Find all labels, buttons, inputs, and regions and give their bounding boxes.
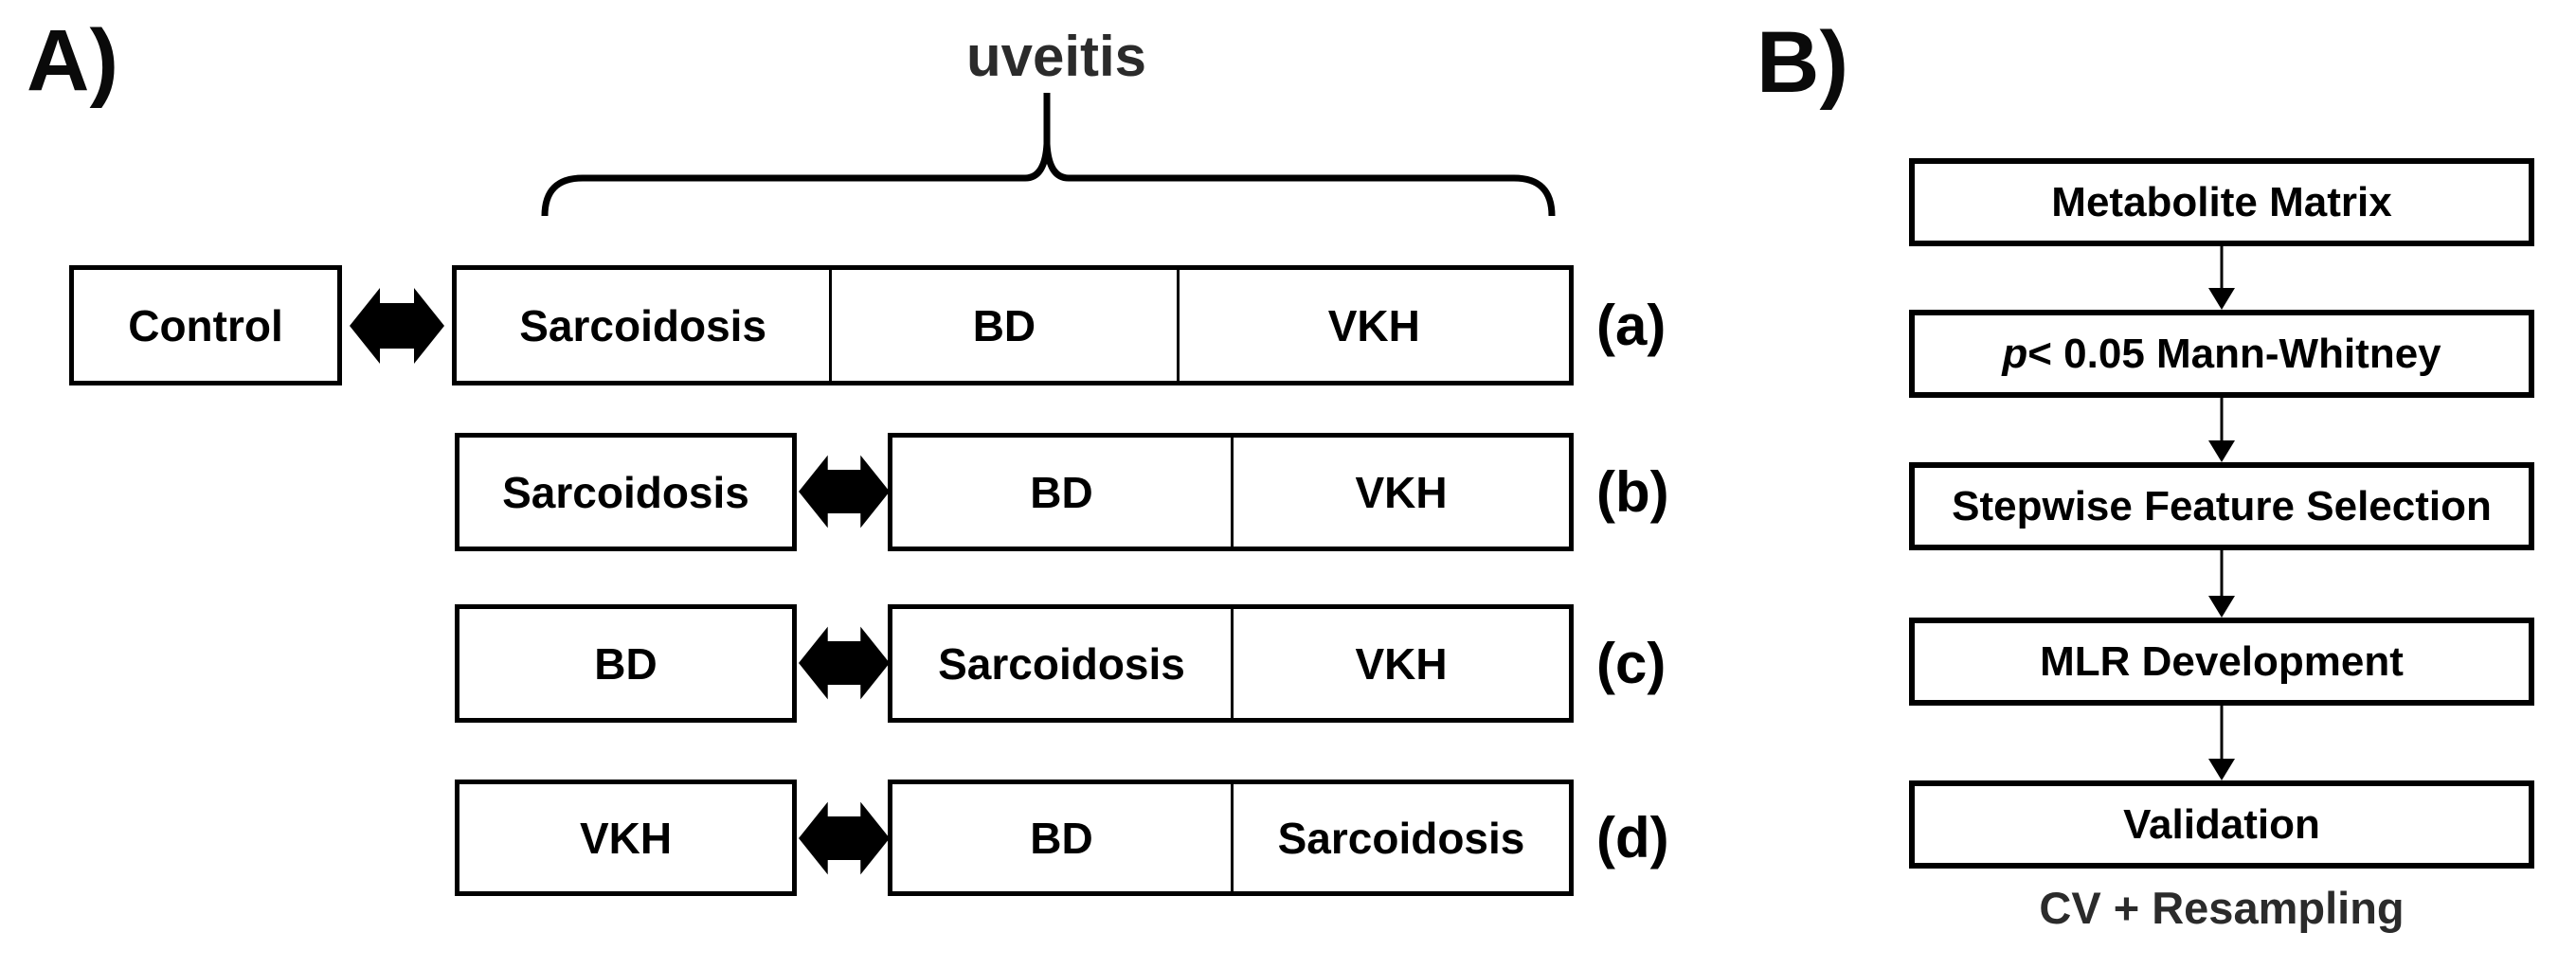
- group-cell: Sarcoidosis: [1231, 784, 1569, 891]
- group-cell-label: Sarcoidosis: [938, 638, 1185, 689]
- step-italic-part: p: [2002, 330, 2028, 377]
- row-a-tag: (a): [1596, 293, 1666, 357]
- down-arrow-icon: [2208, 398, 2235, 462]
- group-cell: VKH: [1231, 609, 1569, 718]
- uveitis-brace-icon: [541, 93, 1556, 217]
- panel-b-label: B): [1756, 14, 1849, 111]
- group-cell: BD: [892, 438, 1231, 547]
- double-arrow-icon: [799, 801, 890, 875]
- row-a-left-label: Control: [128, 300, 283, 350]
- row-b-left-box: Sarcoidosis: [455, 433, 797, 551]
- step-text: Stepwise Feature Selection: [1952, 482, 2492, 529]
- flow-footer-cv-resampling: CV + Resampling: [2039, 883, 2405, 933]
- group-cell: VKH: [1231, 438, 1569, 547]
- row-d-tag: (d): [1596, 805, 1669, 869]
- step-text: Metabolite Matrix: [2051, 178, 2392, 225]
- group-cell-label: BD: [972, 300, 1036, 350]
- group-cell-label: Sarcoidosis: [519, 300, 767, 350]
- row-b-tag: (b): [1596, 459, 1669, 524]
- step-text: MLR Development: [2040, 637, 2404, 685]
- step-text: Validation: [2123, 800, 2320, 848]
- row-d-group-box: BD Sarcoidosis: [888, 780, 1574, 896]
- row-c-group-box: Sarcoidosis VKH: [888, 604, 1574, 723]
- group-cell-label: VKH: [1355, 467, 1448, 517]
- flow-step-validation: Validation: [1909, 780, 2534, 869]
- row-c-left-label: BD: [594, 638, 658, 689]
- row-b-left-label: Sarcoidosis: [502, 467, 749, 517]
- row-c-left-box: BD: [455, 604, 797, 723]
- down-arrow-icon: [2208, 550, 2235, 618]
- flow-step-mlr-development: MLR Development: [1909, 618, 2534, 706]
- group-cell-label: VKH: [1327, 300, 1420, 350]
- group-cell-label: Sarcoidosis: [1277, 813, 1525, 863]
- down-arrow-icon: [2208, 246, 2235, 310]
- group-cell-label: BD: [1030, 813, 1093, 863]
- step-text: < 0.05 Mann-Whitney: [2027, 330, 2441, 377]
- row-a-group-box: Sarcoidosis BD VKH: [452, 265, 1574, 385]
- down-arrow-icon: [2208, 706, 2235, 780]
- group-cell-label: VKH: [1355, 638, 1448, 689]
- row-b-group-box: BD VKH: [888, 433, 1574, 551]
- panel-a-label: A): [27, 12, 119, 109]
- row-d-left-box: VKH: [455, 780, 797, 896]
- row-d-left-label: VKH: [579, 813, 673, 863]
- flow-step-stepwise-feature-selection: Stepwise Feature Selection: [1909, 462, 2534, 550]
- double-arrow-icon: [799, 626, 890, 700]
- uveitis-title: uveitis: [965, 25, 1147, 88]
- group-cell: VKH: [1176, 270, 1569, 381]
- group-cell: Sarcoidosis: [892, 609, 1231, 718]
- group-cell: Sarcoidosis: [457, 270, 829, 381]
- flow-step-mann-whitney: p < 0.05 Mann-Whitney: [1909, 310, 2534, 398]
- group-cell-label: BD: [1030, 467, 1093, 517]
- flow-step-metabolite-matrix: Metabolite Matrix: [1909, 158, 2534, 246]
- double-arrow-icon: [799, 455, 890, 529]
- group-cell: BD: [892, 784, 1231, 891]
- group-cell: BD: [829, 270, 1176, 381]
- double-arrow-icon: [350, 288, 444, 364]
- row-c-tag: (c): [1596, 631, 1666, 695]
- row-a-left-box: Control: [69, 265, 342, 385]
